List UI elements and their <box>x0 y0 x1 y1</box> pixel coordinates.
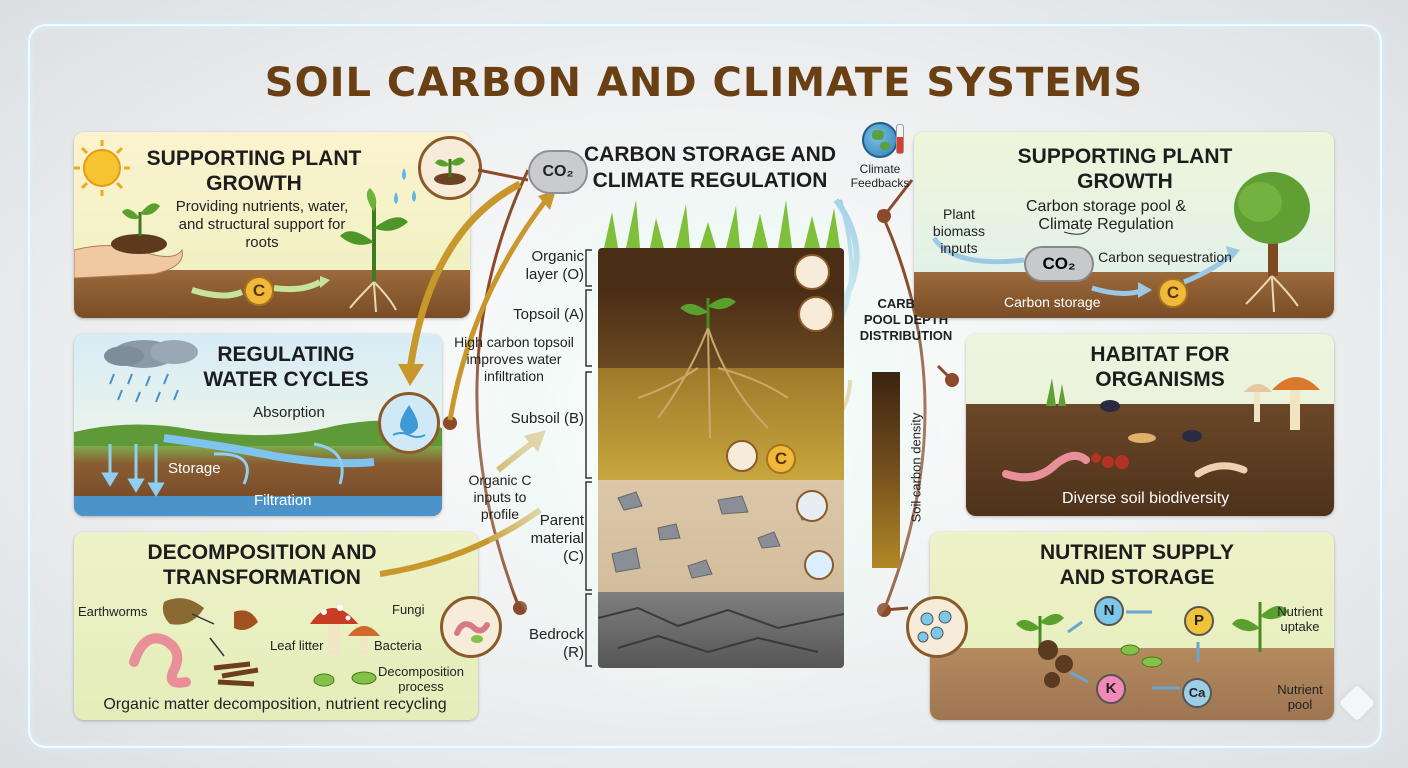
co2-cloud-icon: CO₂ <box>1024 246 1094 282</box>
nutrient-p: P <box>1184 606 1214 636</box>
worm-microbe-icon <box>440 596 502 658</box>
infiltration-note: High carbon topsoil improves water infil… <box>454 334 574 384</box>
fungi-label: Fungi <box>392 602 425 617</box>
ant-icon <box>1091 453 1129 469</box>
panel-plant-growth-left: SUPPORTING PLANT GROWTH Providing nutrie… <box>74 132 470 318</box>
bacteria-icon <box>798 296 834 332</box>
horizon-subsoil <box>598 368 844 480</box>
horizon-label-organic: Organic layer (O) <box>525 248 584 283</box>
storage-label: Storage <box>168 460 221 477</box>
carbon-pool-title: CARBON POOL DEPTH DISTRIBUTION <box>859 296 953 343</box>
climate-feedbacks-label: Climate Feedbacks <box>850 162 910 190</box>
sun-icon <box>74 140 130 196</box>
absorption-label: Absorption <box>253 404 325 421</box>
panel-decomposition: DECOMPOSITION AND TRANSFORMATION Earthwo… <box>74 532 478 720</box>
plant-growth-left-title: SUPPORTING PLANT GROWTH <box>146 147 362 195</box>
globe-icon <box>862 122 898 158</box>
plant-growth-left-art <box>74 140 416 313</box>
worm-icon <box>129 633 191 688</box>
plant-growth-right-title: SUPPORTING PLANT GROWTH <box>1017 145 1233 193</box>
mushroom-icon <box>1244 377 1320 430</box>
bedrock-cracks <box>598 606 844 654</box>
carbon-coin-icon: C <box>1158 278 1188 308</box>
panel-habitat: HABITAT FOR ORGANISMS Diverse soil biodi… <box>966 334 1334 516</box>
bacteria-label: Bacteria <box>374 638 422 653</box>
plant-growth-right-subtitle: Carbon storage pool & Climate Regulation <box>1025 198 1187 233</box>
filtration-label: Filtration <box>254 492 312 509</box>
biomass-label: Plant biomass inputs <box>932 206 986 256</box>
nutrient-k: K <box>1096 674 1126 704</box>
water-drop-icon <box>378 392 440 454</box>
rain-icon <box>109 373 179 403</box>
sequestration-label: Carbon sequestration <box>1098 249 1232 265</box>
nutrient-art <box>1016 602 1288 690</box>
seedling-soil-icon <box>418 136 482 200</box>
water-drop-icon <box>804 550 834 580</box>
carbon-coin-icon: C <box>766 444 796 474</box>
horizon-label-parent: Parent material (C) <box>530 512 584 565</box>
horizon-label-bedrock: Bedrock (R) <box>528 626 584 661</box>
habitat-art <box>1002 377 1320 482</box>
habitat-title: HABITAT FOR ORGANISMS <box>1090 343 1230 391</box>
worm-icon <box>1002 451 1248 482</box>
center-title: CARBON STORAGE AND CLIMATE REGULATION <box>583 143 836 192</box>
co2-cloud-icon: CO₂ <box>528 150 588 194</box>
rock-icon <box>796 490 828 522</box>
water-drop-icon <box>394 168 416 204</box>
water-cycle-art <box>74 340 442 516</box>
hand-with-seedling-icon <box>74 203 183 279</box>
nutrient-uptake-label: Nutrient uptake <box>1277 604 1323 634</box>
bacteria-icon <box>726 440 758 472</box>
page-title: SOIL CARBON AND CLIMATE SYSTEMS <box>264 60 1144 106</box>
carbon-density-axis-label: Soil carbon density <box>908 412 924 523</box>
horizon-label-topsoil: Topsoil (A) <box>513 306 584 323</box>
leaf-litter-label: Leaf litter <box>270 638 324 653</box>
leaf-icon <box>162 598 258 630</box>
horizon-label-subsoil: Subsoil (B) <box>510 410 584 427</box>
beetle-icon <box>1100 400 1202 442</box>
tree-icon <box>1234 172 1310 313</box>
panel-water-cycles: REGULATING WATER CYCLES Absorption Stora… <box>74 334 442 516</box>
co2-label: CO₂ <box>542 163 574 180</box>
horizon-bedrock <box>598 592 844 668</box>
plant-growth-left-text: Providing nutrients, water, and structur… <box>175 198 349 251</box>
leaf-litter-icon <box>213 661 259 687</box>
microbe-icon <box>313 671 377 687</box>
water-cycles-title: REGULATING WATER CYCLES <box>203 343 369 391</box>
decomposition-art <box>129 598 380 688</box>
nutrient-molecule-icon <box>906 596 968 658</box>
thermometer-icon <box>896 124 904 154</box>
carbon-storage-label: Carbon storage <box>1004 294 1101 310</box>
earthworms-label: Earthworms <box>78 604 148 619</box>
nutrient-n: N <box>1094 596 1124 626</box>
habitat-caption: Diverse soil biodiversity <box>1062 490 1230 507</box>
roots-icon <box>637 327 789 439</box>
microbe-icon <box>1120 644 1163 668</box>
plant-growth-right-art <box>931 172 1310 313</box>
nutrient-title: NUTRIENT SUPPLY AND STORAGE <box>1039 541 1235 589</box>
seedling-icon <box>340 188 408 313</box>
seedling-icon <box>1016 602 1288 652</box>
panel-plant-growth-right: CO₂ SUPPORTING PLANT GROWTH Carbon stora… <box>914 132 1334 318</box>
decomposition-title: DECOMPOSITION AND TRANSFORMATION <box>147 541 377 589</box>
carbon-coin-icon: C <box>244 276 274 306</box>
grass-icon <box>1046 378 1066 406</box>
nutrient-ca: Ca <box>1182 678 1212 708</box>
microbe-icon <box>794 254 830 290</box>
soil-clods-icon <box>1038 640 1073 688</box>
mushroom-icon <box>310 605 380 654</box>
cloud-icon <box>104 340 198 368</box>
seedling-icon <box>680 297 736 328</box>
decomposition-process-label: Decomposition process <box>378 664 464 694</box>
panel-nutrient: NUTRIENT SUPPLY AND STORAGE N P K Ca Nut… <box>930 532 1334 720</box>
decomposition-caption: Organic matter decomposition, nutrient r… <box>103 696 447 713</box>
inputs-note: Organic C inputs to profile <box>468 472 532 522</box>
carbon-density-bar <box>872 372 900 568</box>
outer-frame <box>28 24 1382 748</box>
nutrient-pool-label: Nutrient pool <box>1277 682 1323 712</box>
